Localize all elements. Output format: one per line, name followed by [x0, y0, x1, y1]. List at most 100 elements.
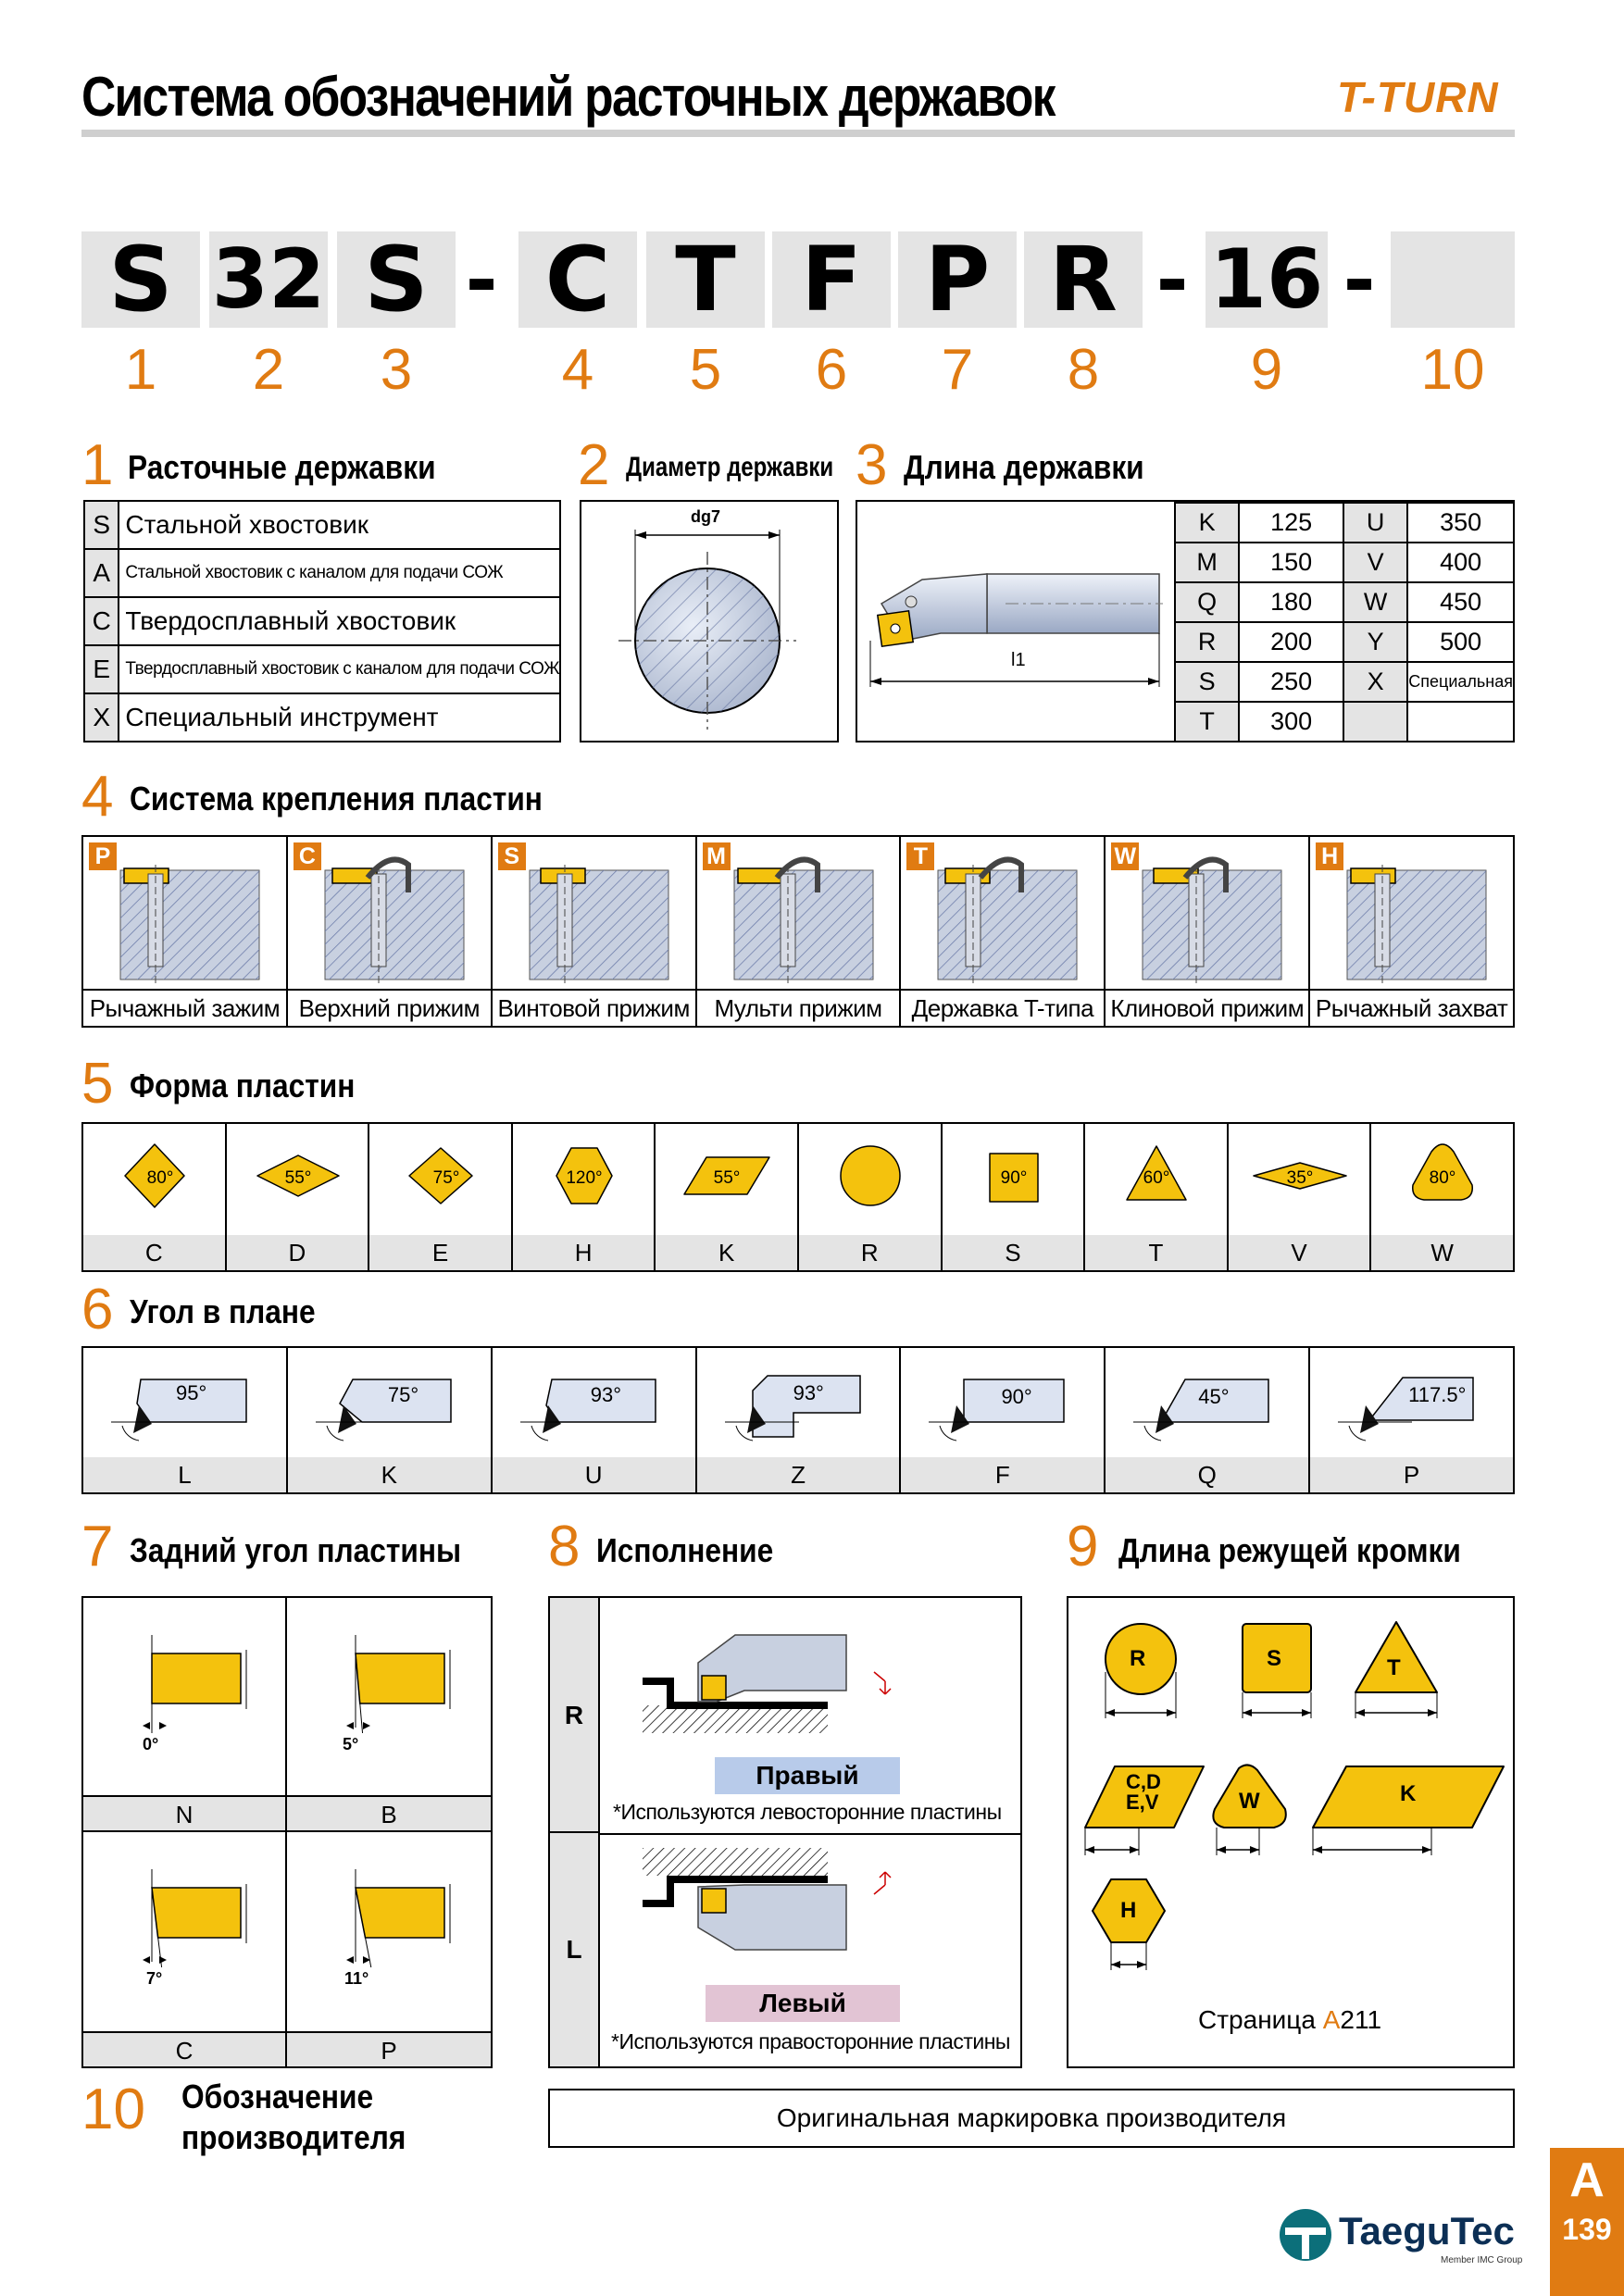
code-number: 3 [380, 338, 413, 402]
shape-label: R [1130, 1646, 1146, 1671]
hand-label-right: Правый [715, 1757, 900, 1794]
relief-angle-icon [346, 1635, 451, 1734]
clamp-code-badge: C [293, 842, 321, 870]
code-segment-3: S [337, 231, 456, 328]
hand-code-left: L [550, 1833, 600, 2066]
code-segment-4: C [518, 231, 637, 328]
holder-length-drawing [869, 573, 1163, 687]
hand-note-right: *Используются левосторонние пластины [613, 1800, 1002, 1824]
shape-item: R [798, 1124, 943, 1270]
table-cell-value: Специальная [1406, 661, 1515, 703]
table-cell-code: E [82, 644, 120, 694]
code-number: 9 [1250, 338, 1283, 402]
section-number: 3 [856, 433, 888, 497]
rhombic-55-insert-icon: 55° [226, 1154, 369, 1237]
relief-code: B [287, 1795, 491, 1830]
section-title: Длина режущей кромки [1118, 1531, 1461, 1569]
clamping-system-grid: P Рычажный зажим C Верхний прижим S Винт… [81, 835, 1515, 1028]
relief-item: 0° N [83, 1598, 287, 1832]
logo-text: TaeguTec [1339, 2209, 1515, 2252]
angle-value: 117.5° [1408, 1383, 1467, 1406]
lead-angle-grid: 95°L 75°K 93°U 93°Z 90°F 45°Q 117.5°P [81, 1346, 1515, 1494]
relief-code: N [83, 1795, 285, 1830]
code-segment-10 [1391, 231, 1515, 328]
table-cell-value [1406, 701, 1515, 742]
clamp-item: H Рычажный захват [1310, 837, 1514, 1026]
table-cell-code: T [1173, 701, 1241, 742]
table-row: R 200 Y 500 [1173, 621, 1515, 663]
divider [600, 1833, 1020, 1835]
shape-code: R [798, 1235, 941, 1270]
relief-value: 0° [143, 1735, 159, 1753]
code-number: 10 [1420, 338, 1485, 402]
angle-item: 117.5°P [1310, 1348, 1515, 1492]
parallelogram-insert-icon: 55° [656, 1156, 799, 1237]
tab-letter: A [1569, 2153, 1605, 2207]
angle-item: 45°Q [1106, 1348, 1311, 1492]
table-cell-desc: Стальной хвостовик с каналом для подачи … [118, 548, 561, 598]
relief-angle-icon [143, 1635, 247, 1733]
rhombic-insert-icon [1084, 1766, 1205, 1855]
code-number: 4 [561, 338, 594, 402]
angle-value: 95° [176, 1381, 207, 1404]
table-cell-code: Q [1173, 581, 1241, 623]
table-row: S Стальной хвостовик [82, 500, 561, 550]
table-cell-code: C [82, 596, 120, 646]
shape-angle: 90° [1000, 1168, 1027, 1188]
code-number: 6 [815, 338, 848, 402]
shape-label: W [1239, 1789, 1260, 1814]
code-segment-9: 16 [1206, 231, 1328, 328]
left-hand-holder-icon [643, 1848, 892, 1951]
clamp-label: Державка T-типа [911, 994, 1094, 1022]
table-row: M 150 V 400 [1173, 542, 1515, 583]
clamp-label: Рычажный зажим [89, 994, 281, 1022]
code-dash: - [1343, 234, 1376, 325]
table-cell-desc: Твердосплавный хвостовик с каналом для п… [118, 644, 561, 694]
shape-angle: 80° [147, 1168, 174, 1188]
table-cell-value: 150 [1238, 542, 1344, 583]
angle-item: 95°L [83, 1348, 288, 1492]
angle-value: 93° [793, 1381, 824, 1404]
relief-code: P [287, 2031, 491, 2066]
square-insert-icon [1242, 1623, 1312, 1718]
page-title: Система обозначений расточных державок [81, 66, 1056, 128]
rhombic-75-insert-icon: 75° [369, 1147, 513, 1237]
clamp-code-badge: T [906, 842, 935, 870]
rhombic-35-insert-icon: 35° [1228, 1162, 1371, 1237]
page-ref-prefix: Страница [1198, 2005, 1323, 2034]
code-segment-1: S [81, 231, 200, 328]
code-segment-7: P [898, 231, 1017, 328]
page-reference[interactable]: Страница A211 [1198, 2005, 1381, 2035]
table-row: K 125 U 350 [1173, 502, 1515, 543]
relief-item: 7° C [83, 1832, 287, 2066]
table-cell-value: 500 [1406, 621, 1515, 663]
angle-item: 90°F [901, 1348, 1106, 1492]
shape-item: 60°T [1085, 1124, 1229, 1270]
table-cell-value: 250 [1238, 661, 1344, 703]
taegutec-logo-icon [1280, 2209, 1331, 2261]
shank-diameter-drawing [618, 530, 796, 730]
relief-value: 5° [343, 1735, 359, 1753]
shape-item: 35°V [1228, 1124, 1372, 1270]
table-cell-code: W [1342, 581, 1409, 623]
code-dash: - [1156, 234, 1189, 325]
table-cell-desc: Стальной хвостовик [118, 500, 561, 550]
table-cell-value: 400 [1406, 542, 1515, 583]
clamp-code-badge: W [1111, 842, 1140, 870]
table-cell-value: 180 [1238, 581, 1344, 623]
cutting-edge-shapes [1084, 1621, 1505, 1970]
round-insert-icon [1105, 1623, 1177, 1718]
page-ref-number: 211 [1340, 2005, 1382, 2034]
clamp-item: W Клиновой прижим [1106, 837, 1311, 1026]
table-cell-value: 350 [1406, 502, 1515, 543]
square-insert-icon: 90° [942, 1153, 1085, 1237]
hand-label-left: Левый [706, 1985, 900, 2022]
clamp-label: Рычажный захват [1315, 994, 1508, 1022]
shape-angle: 80° [1430, 1168, 1456, 1188]
section-number: 4 [81, 765, 114, 829]
table-cell-code: S [1173, 661, 1241, 703]
clamp-item: T Державка T-типа [901, 837, 1106, 1026]
shape-code: W [1371, 1235, 1513, 1270]
clamp-illustration [492, 837, 695, 991]
table-cell-code: M [1173, 542, 1241, 583]
